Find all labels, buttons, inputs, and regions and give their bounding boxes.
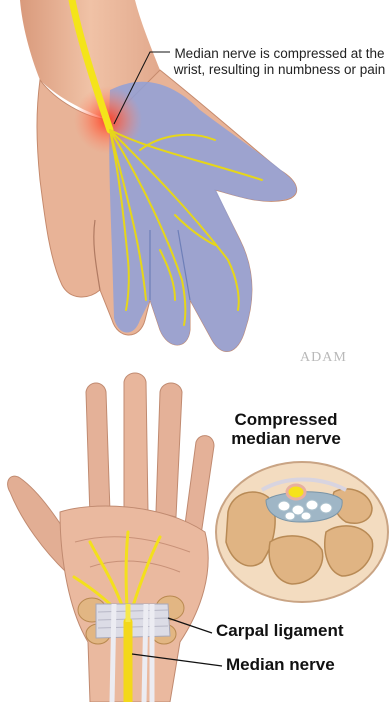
middle-finger xyxy=(124,373,148,512)
wrist-cross-section xyxy=(216,462,388,602)
ring-finger xyxy=(156,383,182,517)
compressed-median-nerve-label: Compressed median nerve xyxy=(226,410,346,448)
median-nerve-annotation: Median nerve is compressed at the wrist,… xyxy=(172,46,387,78)
bottom-illustration-panel: Compressed median nerve Carpal ligament … xyxy=(0,372,391,702)
index-finger xyxy=(86,383,110,517)
median-nerve-label: Median nerve xyxy=(226,655,335,675)
adam-watermark: ADAM xyxy=(300,350,347,366)
top-illustration-panel: Median nerve is compressed at the wrist,… xyxy=(0,0,391,362)
palm-up-hand xyxy=(8,373,214,702)
carpal-ligament-label: Carpal ligament xyxy=(216,621,344,641)
compressed-nerve-dot xyxy=(287,485,305,499)
carpal-ligament-band xyxy=(96,604,170,638)
